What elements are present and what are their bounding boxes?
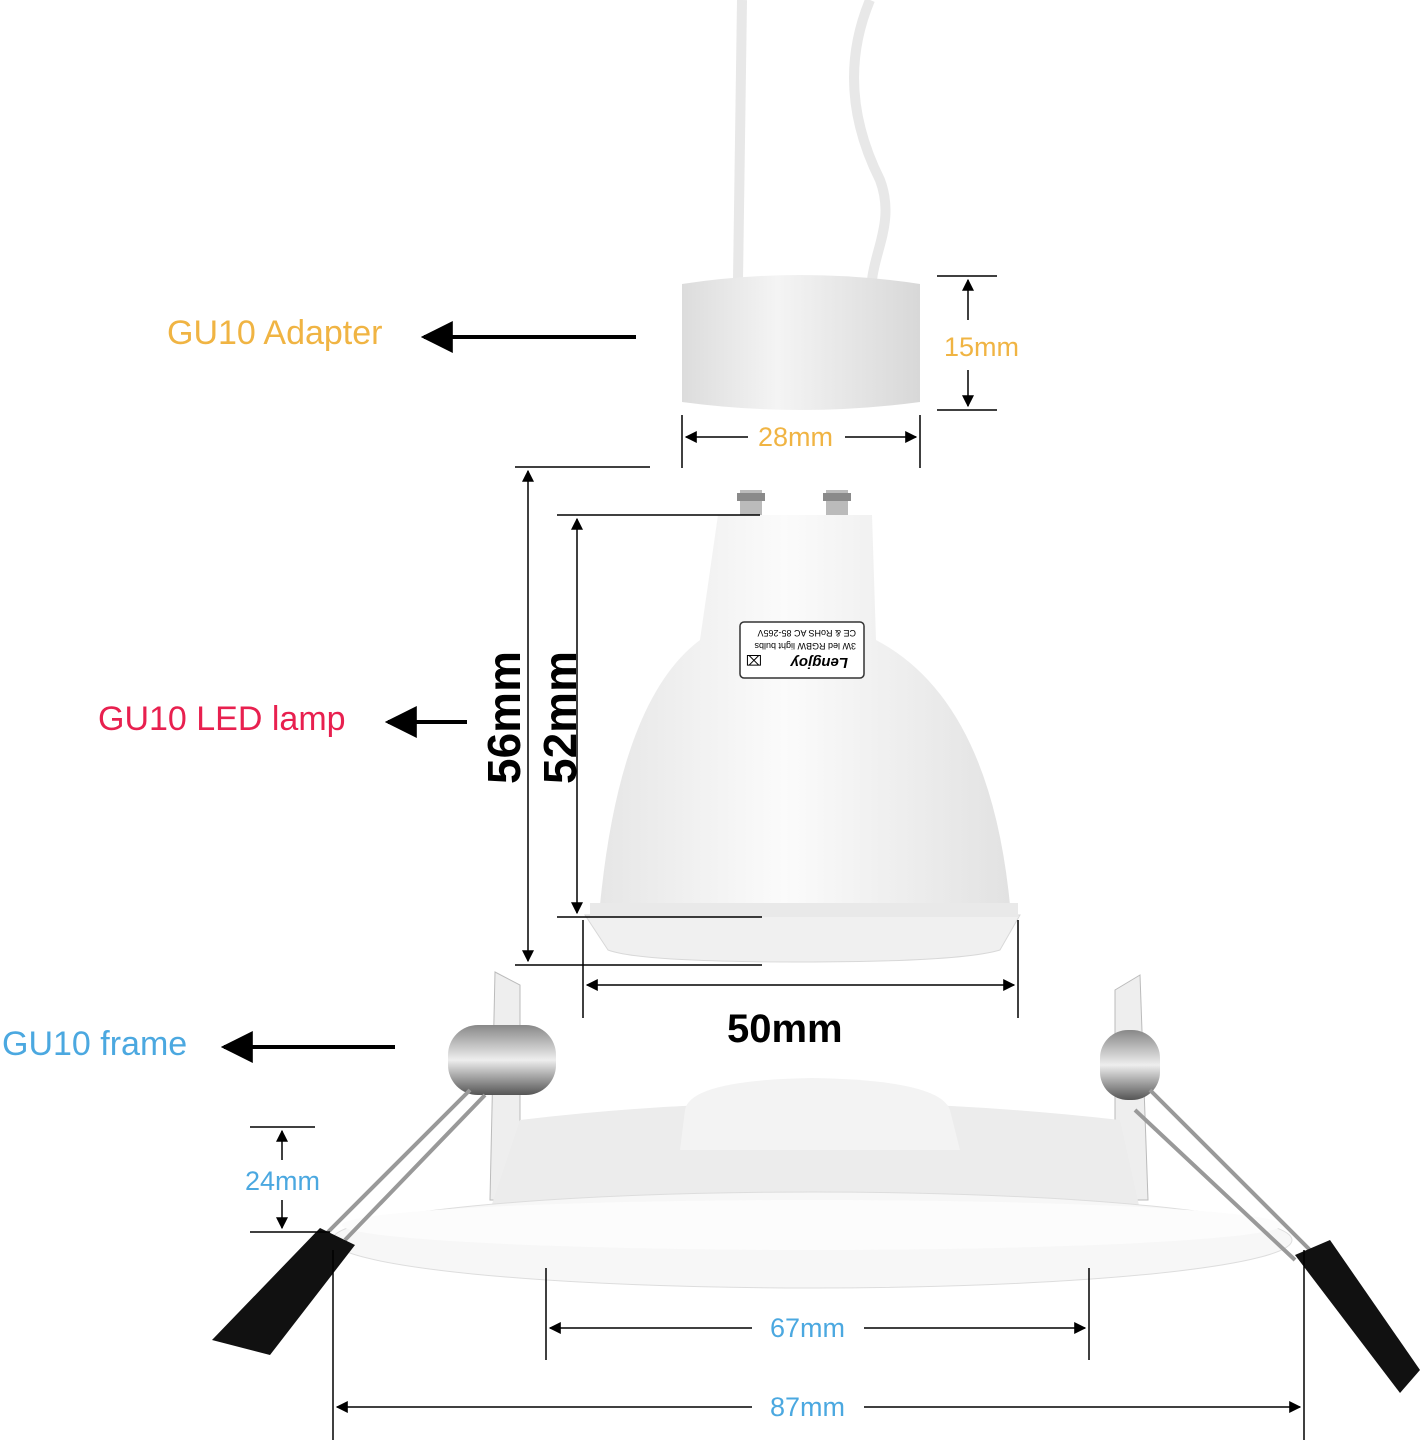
right-spring xyxy=(1100,1030,1420,1393)
adapter-label: GU10 Adapter xyxy=(167,314,382,352)
dim-adapter-height: 15mm xyxy=(944,332,1019,362)
lamp-label: GU10 LED lamp xyxy=(98,700,346,738)
sticker-brand: Lengjoy xyxy=(790,654,848,671)
gu10-adapter-image xyxy=(682,275,920,410)
left-spring xyxy=(212,1025,556,1355)
dim-adapter-width: 28mm xyxy=(758,422,833,452)
sticker-line1: 3W led RGBW light bulbs xyxy=(754,641,856,651)
gu10-lamp-image: Lengjoy 3W led RGBW light bulbs CE & RoH… xyxy=(584,490,1021,963)
dim-lamp-diameter: 50mm xyxy=(727,1007,843,1051)
dimension-lines xyxy=(250,275,1305,1440)
dim-frame-height: 24mm xyxy=(245,1166,320,1196)
dim-frame-cutout: 67mm xyxy=(770,1313,845,1343)
sticker-line2: CE & RoHS AC 85-265V xyxy=(757,628,856,638)
dim-frame-outer: 87mm xyxy=(770,1392,845,1422)
lamp-sticker: Lengjoy 3W led RGBW light bulbs CE & RoH… xyxy=(739,621,865,679)
dim-lamp-body-height: 52mm xyxy=(534,651,586,784)
gu10-frame-image xyxy=(212,971,1420,1393)
frame-label: GU10 frame xyxy=(2,1025,187,1063)
dim-lamp-total-height: 56mm xyxy=(478,651,530,784)
weee-bin-icon: ⌧ xyxy=(746,652,762,668)
adapter-wires xyxy=(733,0,891,281)
